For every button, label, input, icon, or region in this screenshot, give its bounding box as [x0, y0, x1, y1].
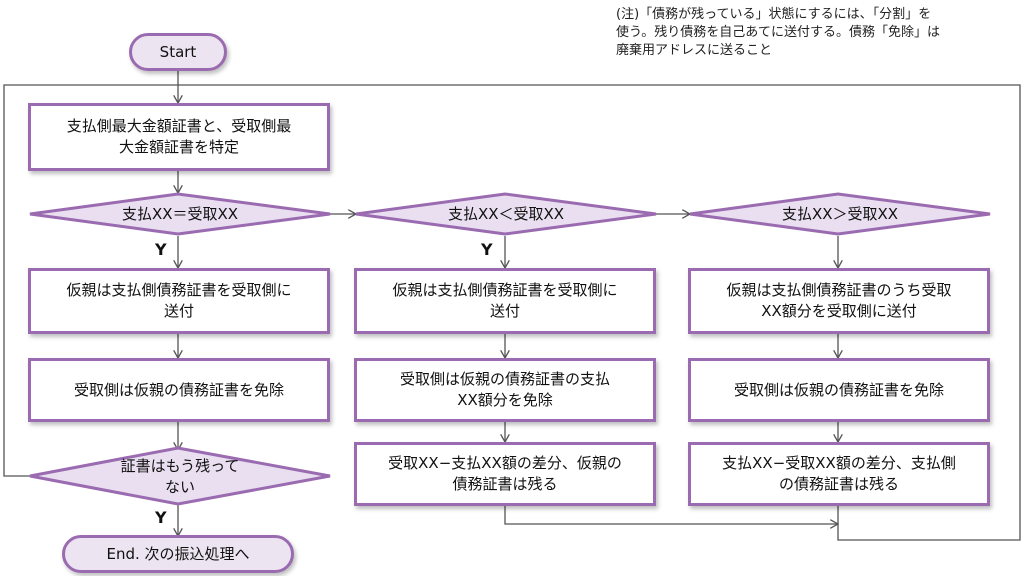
end-terminal: End. 次の振込処理へ [62, 535, 294, 573]
decision-equal-label: 支払XX＝受取XX [121, 204, 239, 223]
instruction-note: (注)「債務が残っている」状態にするには、「分割」を 使う。残り債務を自己あてに… [616, 6, 1016, 60]
col3-exempt-text: 受取側は仮親の債務証書を免除 [733, 380, 944, 399]
col3-exempt-box: 受取側は仮親の債務証書を免除 [688, 358, 990, 422]
identify-line-2: 大金額証書を特定 [118, 138, 239, 156]
identify-max-certificates-box: 支払側最大金額証書と、受取側最 大金額証書を特定 [28, 103, 330, 171]
col1-send-line-1: 仮親は支払側債務証書を受取側に [66, 281, 292, 299]
col1-send-box: 仮親は支払側債務証書を受取側に 送付 [28, 268, 330, 334]
col2-remain-box: 受取XX−支払XX額の差分、仮親の 債務証書は残る [354, 442, 656, 506]
note-line-3: 廃棄用アドレスに送ること [616, 43, 773, 58]
note-line-2: 使う。残り債務を自己あてに送付する。債務「免除」は [616, 25, 940, 40]
arrow-col2-merge [504, 506, 838, 524]
identify-line-1: 支払側最大金額証書と、受取側最 [66, 117, 292, 135]
decision-remain-diamond [29, 446, 331, 506]
decision-equal-diamond [29, 192, 331, 236]
decision-less-diamond [355, 192, 657, 236]
col3-remain-box: 支払XX−受取XX額の差分、支払側 の債務証書は残る [688, 442, 990, 506]
col1-send-line-2: 送付 [163, 302, 194, 320]
note-line-1: (注)「債務が残っている」状態にするには、「分割」を [616, 7, 932, 22]
decision-remain-label: 証書はもう残って ない [30, 455, 330, 499]
col3-send-line-1: 仮親は支払側債務証書のうち受取 [726, 281, 952, 299]
col2-exempt-line-2: XX額分を免除 [457, 391, 553, 409]
col3-remain-line-1: 支払XX−受取XX額の差分、支払側 [722, 454, 956, 472]
col2-remain-line-2: 債務証書は残る [452, 475, 558, 493]
decision-remain-line-2: ない [164, 478, 195, 496]
col3-send-box: 仮親は支払側債務証書のうち受取 XX額分を受取側に送付 [688, 268, 990, 334]
col3-remain-line-2: の債務証書は残る [778, 475, 899, 493]
decision-less-label: 支払XX＜受取XX [447, 204, 565, 223]
decision-greater-label: 支払XX＞受取XX [781, 204, 899, 223]
arrow-loop-back [3, 84, 178, 477]
col2-remain-line-1: 受取XX−支払XX額の差分、仮親の [388, 454, 622, 472]
col2-exempt-line-1: 受取側は仮親の債務証書の支払 [399, 370, 610, 388]
col2-send-line-2: 送付 [489, 302, 520, 320]
yes-label-less: Y [481, 240, 493, 259]
connectors [3, 70, 1021, 541]
start-terminal: Start [129, 33, 227, 71]
arrow-col3-loop-back [178, 84, 1021, 541]
decision-remain-line-1: 証書はもう残って [120, 457, 240, 475]
col2-exempt-box: 受取側は仮親の債務証書の支払 XX額分を免除 [354, 358, 656, 422]
start-label: Start [159, 42, 197, 61]
col1-exempt-text: 受取側は仮親の債務証書を免除 [73, 380, 284, 399]
yes-label-remain: Y [155, 508, 167, 527]
col2-send-box: 仮親は支払側債務証書を受取側に 送付 [354, 268, 656, 334]
yes-label-equal: Y [155, 240, 167, 259]
col3-send-line-2: XX額分を受取側に送付 [761, 302, 917, 320]
end-label: End. 次の振込処理へ [106, 544, 250, 563]
col1-exempt-box: 受取側は仮親の債務証書を免除 [28, 358, 330, 422]
decision-greater-diamond [689, 192, 991, 236]
decision-shapes [29, 192, 991, 506]
col2-send-line-1: 仮親は支払側債務証書を受取側に [392, 281, 618, 299]
